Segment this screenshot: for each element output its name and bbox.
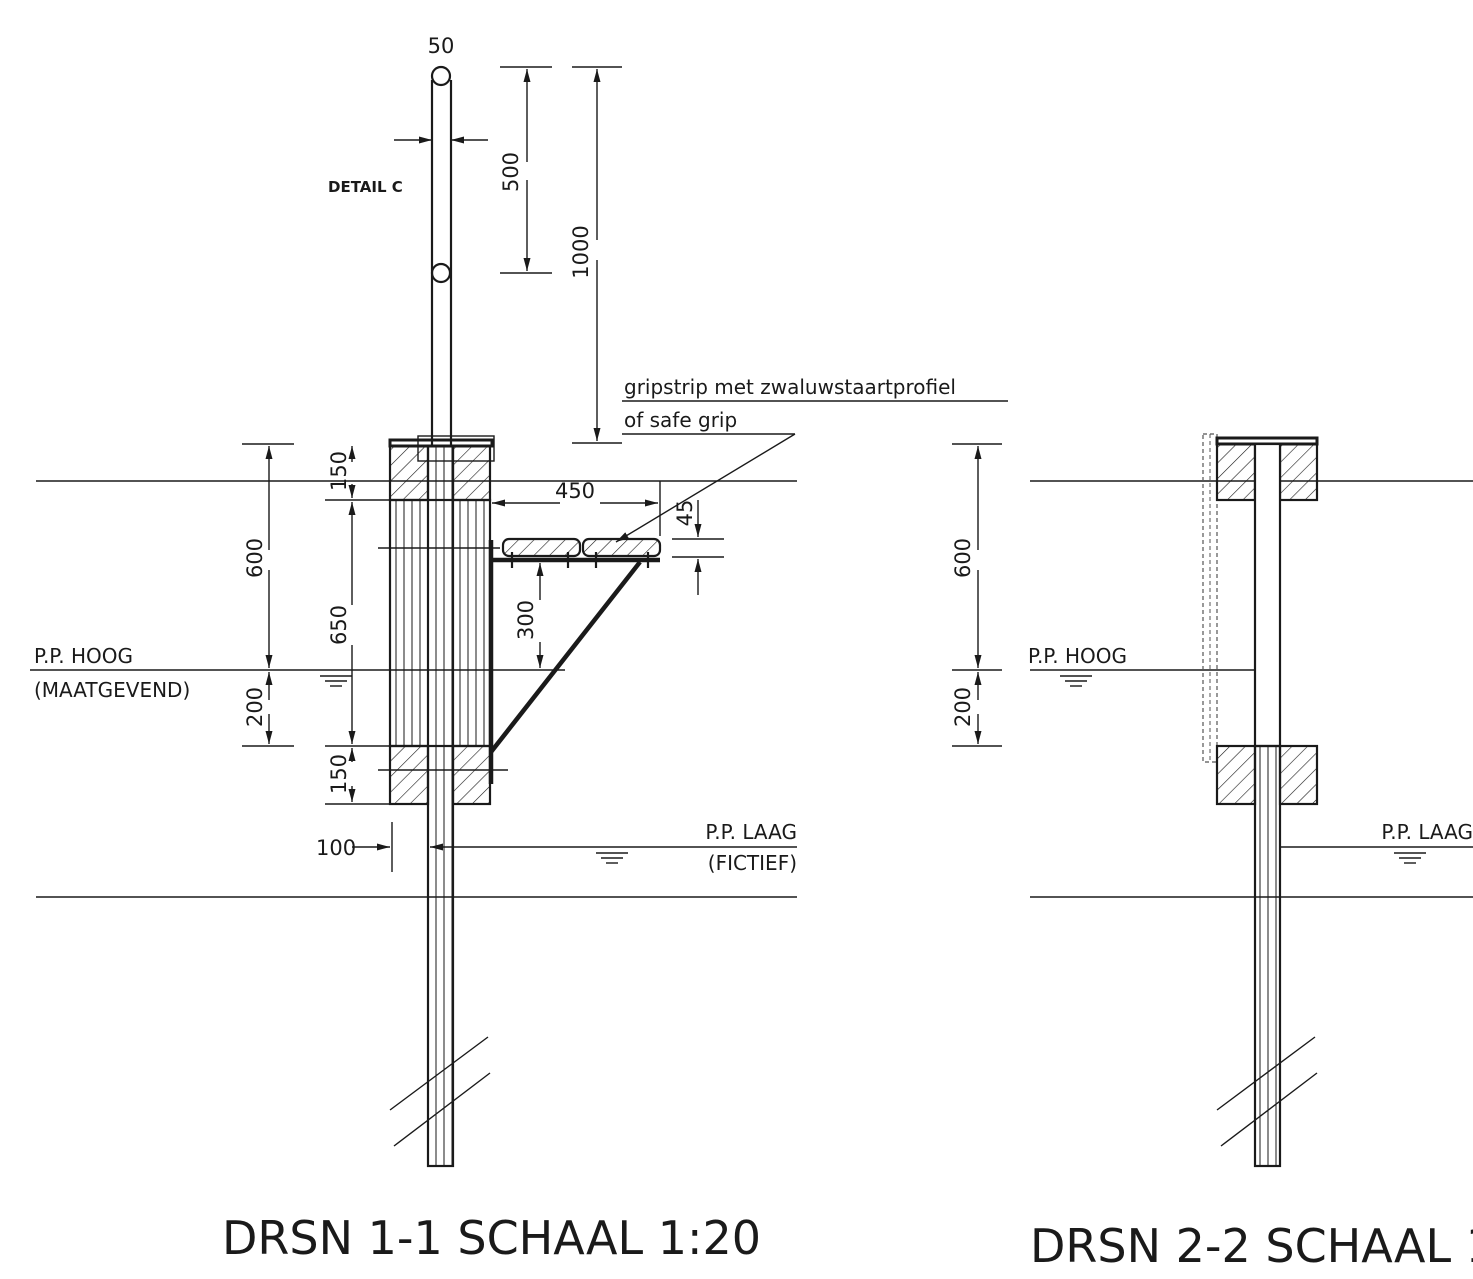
pipe-rail-mid: [430, 262, 452, 284]
section-1-title: DRSN 1-1 SCHAAL 1:20: [222, 1211, 761, 1265]
section-1-1: 50 DETAIL C 500 1000 gripstrip met zwalu…: [30, 34, 1008, 1265]
dim-200-left: 200: [243, 687, 267, 727]
bottom-beam-right: [451, 744, 492, 806]
water-level-symbol-low: [596, 852, 628, 864]
note-gripstrip: gripstrip met zwaluwstaartprofiel: [624, 375, 956, 399]
s2-mooring-pile: [1253, 442, 1282, 748]
detail-label: DETAIL C: [328, 178, 403, 196]
dim-650: 650: [327, 605, 351, 645]
dim-45: 45: [673, 500, 697, 527]
step-bracket: [378, 537, 662, 784]
s2-bottom-beam-right: [1278, 744, 1319, 806]
dim-pipe-diameter: 50: [428, 34, 455, 58]
water-level-symbol-high: [320, 675, 352, 687]
dim-1000: 1000: [569, 225, 593, 278]
dim-500: 500: [499, 152, 523, 192]
handrail-pole: [430, 65, 453, 445]
note-safe-grip: of safe grip: [624, 408, 737, 432]
bottom-beam-left: [388, 744, 430, 806]
pp-hoog-label: P.P. HOOG: [34, 644, 133, 668]
mooring-pile: [426, 444, 455, 1168]
pp-laag-sub: (FICTIEF): [708, 851, 797, 875]
s2-top-beam-left: [1215, 442, 1257, 502]
top-beam-left: [388, 444, 430, 502]
dim-450: 450: [555, 479, 595, 503]
s2-pp-laag-label: P.P. LAAG: [1381, 820, 1473, 844]
gripstrip-left: [501, 537, 582, 558]
s2-top-beam-right: [1278, 442, 1319, 502]
s2-water-level-symbol-high: [1060, 675, 1092, 687]
s2-water-level-symbol-low: [1394, 852, 1426, 864]
dim-100: 100: [316, 836, 356, 860]
pipe-rail-top: [430, 65, 452, 87]
dim-300: 300: [514, 600, 538, 640]
pp-hoog-sub: (MAATGEVEND): [34, 678, 190, 702]
dim-150-top: 150: [327, 451, 351, 491]
section-2-2: 600 200 P.P. HOOG P.P. LAAG DRSN 2-2 SCH…: [951, 433, 1473, 1273]
dim-150-bottom: 150: [327, 754, 351, 794]
s2-bottom-beam-left: [1215, 744, 1257, 806]
section-2-title: DRSN 2-2 SCHAAL 1: [1030, 1219, 1473, 1273]
top-beam-right: [451, 444, 492, 502]
s2-dim-600: 600: [951, 538, 975, 578]
dim-600-left: 600: [243, 538, 267, 578]
s2-dim-200: 200: [951, 687, 975, 727]
s2-pp-hoog-label: P.P. HOOG: [1028, 644, 1127, 668]
pp-laag-label: P.P. LAAG: [705, 820, 797, 844]
